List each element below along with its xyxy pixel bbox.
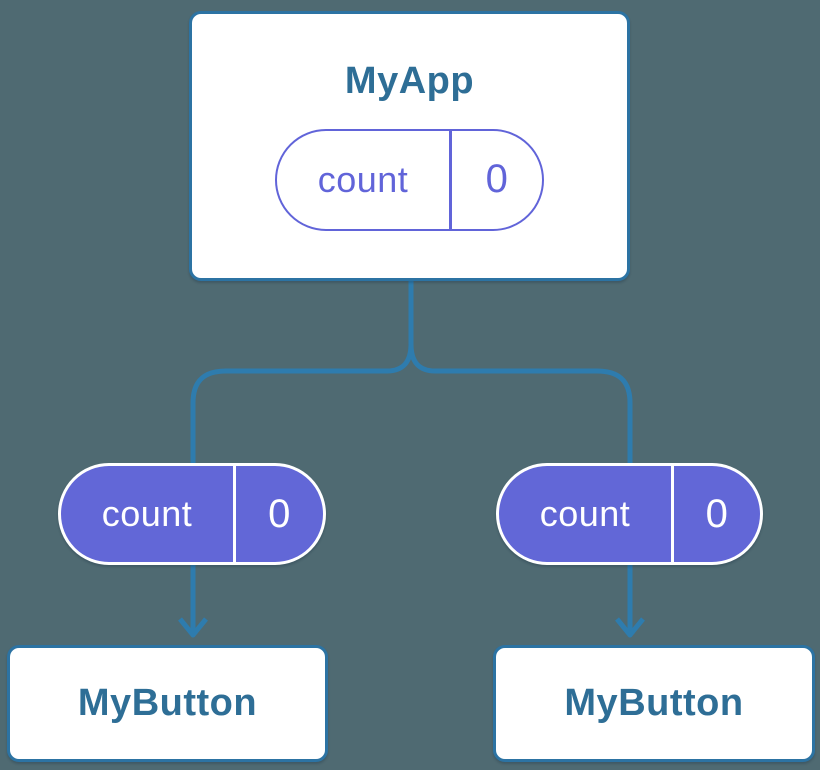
state-pill-myapp-name: count [317,158,409,200]
connector-root-to-right-child [408,281,633,632]
node-mybutton-right-title: MyButton [564,681,744,724]
connector-root-to-left-child [190,281,414,632]
prop-pill-left-name: count [101,493,193,534]
arrowhead-right-icon [615,617,645,638]
prop-pill-right-divider [671,466,674,562]
node-mybutton-right: MyButton [493,645,815,762]
node-myapp: MyApp count 0 [189,11,630,281]
state-pill-myapp: count 0 [275,128,544,231]
node-mybutton-left: MyButton [7,645,328,762]
prop-pill-right-name: count [539,493,631,534]
prop-pill-left: count 0 [58,463,326,565]
prop-pill-right: count 0 [496,463,763,565]
prop-pill-right-value: 0 [705,491,728,536]
arrowhead-left-icon [178,617,208,638]
prop-pill-left-divider [233,466,236,562]
prop-pill-left-value: 0 [268,491,291,536]
node-mybutton-left-title: MyButton [77,681,258,724]
node-myapp-title: MyApp [344,60,475,102]
state-pill-myapp-value: 0 [485,157,508,202]
state-pill-myapp-divider [449,130,452,229]
